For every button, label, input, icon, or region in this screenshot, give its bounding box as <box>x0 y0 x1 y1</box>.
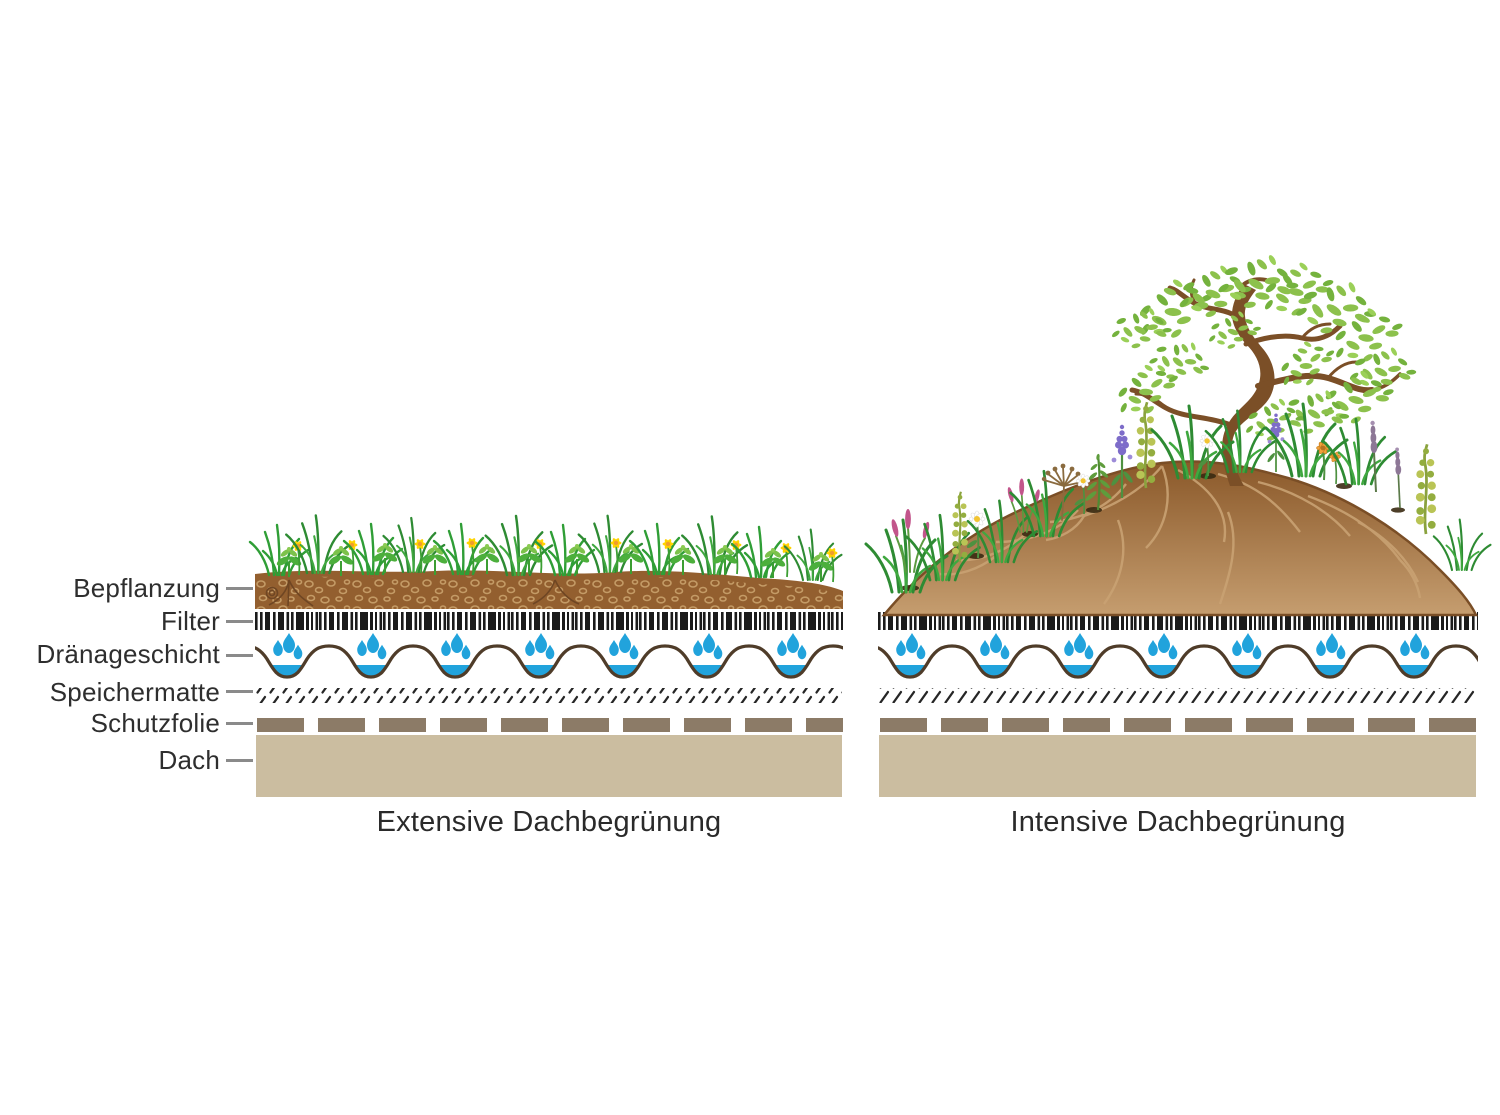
tree-foliage <box>1107 245 1420 443</box>
layer-label-bepflanzung: Bepflanzung <box>73 573 220 603</box>
layer-label-dach: Dach <box>158 745 220 775</box>
layer-label-schutzfolie: Schutzfolie <box>90 708 220 738</box>
filter-layer <box>255 612 843 630</box>
drainage-layer <box>868 633 1500 677</box>
leader-line-schutzfolie <box>226 722 253 725</box>
soil-mound <box>881 460 1478 617</box>
substrate-layer <box>255 570 843 609</box>
caption-intensive: Intensive Dachbegrünung <box>1010 806 1346 838</box>
roof-deck-layer <box>256 735 842 797</box>
leader-line-filter <box>226 620 253 623</box>
roof-deck-layer <box>879 735 1476 797</box>
drainage-layer <box>245 633 917 677</box>
layer-label-draenageschicht: Dränageschicht <box>36 639 220 669</box>
layer-label-filter: Filter <box>161 606 220 636</box>
filter-layer <box>878 612 1478 630</box>
leader-line-speichermatte <box>226 690 253 693</box>
leader-line-dach <box>226 759 253 762</box>
leader-line-draenageschicht <box>226 654 253 657</box>
caption-extensive: Extensive Dachbegrünung <box>376 806 722 838</box>
layer-label-speichermatte: Speichermatte <box>49 677 220 707</box>
leader-line-bepflanzung <box>226 587 253 590</box>
storage-mat-layer <box>879 688 1476 703</box>
extensive-roof-diagram <box>248 514 843 797</box>
soil-roots <box>265 579 580 607</box>
storage-mat-layer <box>256 688 842 703</box>
intensive-roof-diagram <box>864 245 1492 797</box>
